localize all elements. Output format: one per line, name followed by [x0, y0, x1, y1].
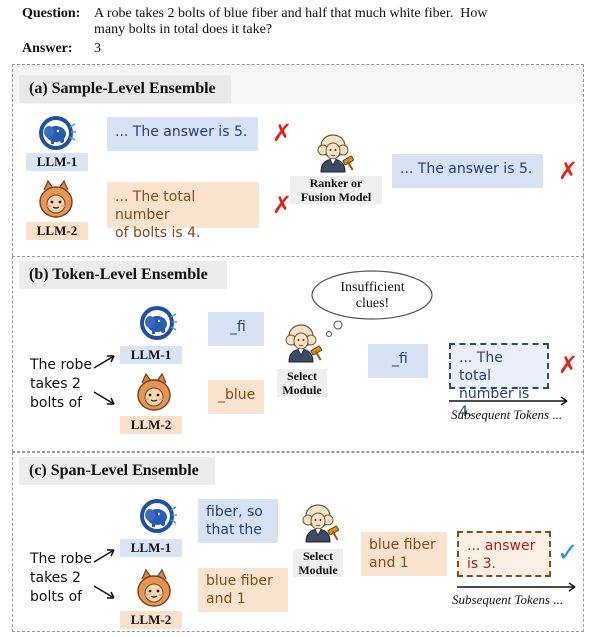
section-b-llm2-label: LLM-2 — [120, 416, 182, 434]
section-span-level: (c) Span-Level Ensemble — [12, 452, 584, 632]
c-selected-line1: blue fiber — [369, 537, 436, 553]
section-c-select-label: Select Module — [293, 549, 343, 577]
question-label: Question: — [22, 6, 81, 21]
c-prompt-line3: bolts of — [30, 589, 83, 605]
c-llm1-line2: that the — [206, 522, 262, 538]
section-c-prompt: The robe takes 2 bolts of — [30, 550, 92, 607]
section-b-title: (b) Token-Level Ensemble — [19, 261, 227, 289]
question-text-line2: many bolts in total does it take? — [94, 22, 273, 37]
section-c-arrows — [93, 549, 115, 599]
judge-icon — [317, 134, 355, 173]
thought-text: Insufficient clues! — [330, 280, 415, 312]
section-c-title: (c) Span-Level Ensemble — [19, 457, 215, 485]
section-b-prompt: The robe takes 2 bolts of — [30, 356, 92, 413]
prompt-line2: takes 2 — [30, 376, 81, 392]
c-select-line2: Module — [298, 563, 338, 577]
section-b-elephant-icon — [139, 305, 178, 341]
llm2-llama-icon — [39, 180, 73, 218]
section-c-subsequent-text: Subsequent Tokens ... — [452, 592, 564, 607]
c-select-line1: Select — [303, 549, 333, 563]
section-a-llm1-label: LLM-1 — [26, 153, 88, 171]
thought-cloud — [311, 270, 433, 337]
section-a-llm2-output: ... The total number of bolts is 4. — [107, 182, 259, 241]
result-c-line1: ... answer — [467, 538, 536, 554]
section-c-llama-icon — [137, 569, 171, 607]
section-b-subsequent-text: Subsequent Tokens ... — [451, 407, 563, 422]
section-c-llm1-span: fiber, so that the — [198, 499, 278, 543]
section-b-llm1-label: LLM-1 — [120, 346, 182, 364]
question-text-line1: A robe takes 2 bolts of blue fiber and h… — [94, 6, 488, 21]
section-c-llm2-span: blue fiber and 1 — [198, 568, 288, 612]
section-a-llm2-cross-icon: ✗ — [272, 191, 293, 219]
ranker-label-line1: Ranker or — [309, 176, 363, 190]
section-b-selected-token: _fi — [368, 344, 428, 378]
section-b-subsequent-arrow — [449, 396, 568, 406]
thought-line2: clues! — [355, 296, 390, 311]
section-a-llm1-output: ... The answer is 5. — [107, 117, 258, 151]
ranker-fusion-label: Ranker or Fusion Model — [290, 176, 382, 204]
select-line2: Module — [282, 383, 322, 397]
section-c-llm2-label: LLM-2 — [120, 611, 182, 629]
section-b-result: ... The total number is 4. — [449, 343, 549, 420]
section-c-result: ... answer is 3. — [457, 531, 551, 577]
section-b-cross-icon: ✗ — [558, 351, 579, 379]
section-b-arrows — [93, 355, 115, 405]
section-a-title: (a) Sample-Level Ensemble — [19, 75, 231, 103]
section-b-llm1-token: _fi — [208, 312, 264, 346]
c-prompt-line2: takes 2 — [30, 570, 81, 586]
result-b-line2: number is 4. — [459, 386, 530, 420]
llm1-elephant-icon — [38, 115, 77, 151]
select-line1: Select — [287, 369, 317, 383]
answer-label: Answer: — [22, 41, 73, 56]
thought-line1: Insufficient — [340, 280, 405, 295]
section-a-final-cross-icon: ✗ — [558, 157, 579, 185]
ranker-label-line2: Fusion Model — [300, 190, 372, 204]
prompt-line1: The robe — [30, 357, 93, 373]
result-b-line1: ... The total — [459, 350, 503, 384]
c-llm2-line1: blue fiber — [206, 573, 273, 589]
c-llm1-line1: fiber, so — [206, 504, 263, 520]
section-a-llm2-label: LLM-2 — [26, 222, 88, 240]
section-a-final-output: ... The answer is 5. — [392, 154, 543, 188]
section-a-llm2-output-line2: of bolts is 4. — [115, 225, 201, 241]
prompt-line3: bolts of — [30, 395, 83, 411]
c-prompt-line1: The robe — [30, 551, 93, 567]
section-b-llm2-token: _blue — [208, 380, 264, 414]
c-selected-line2: and 1 — [369, 555, 409, 571]
section-a-llm1-cross-icon: ✗ — [272, 119, 293, 147]
answer-text: 3 — [94, 41, 101, 56]
section-b-judge-icon — [285, 324, 323, 363]
section-c-elephant-icon — [139, 498, 178, 534]
section-c-llm1-label: LLM-1 — [120, 539, 182, 557]
section-b-select-label: Select Module — [277, 369, 327, 397]
result-c-line2: is 3. — [467, 556, 496, 572]
section-c-judge-icon — [302, 504, 340, 543]
section-a-llm2-output-line1: ... The total number — [115, 189, 196, 223]
section-c-check-icon: ✓ — [557, 538, 579, 568]
section-b-llama-icon — [137, 373, 171, 411]
section-c-selected-span: blue fiber and 1 — [361, 532, 447, 576]
section-c-subsequent-arrow — [457, 582, 576, 592]
section-token-level: (b) Token-Level Ensemble — [12, 256, 584, 452]
c-llm2-line2: and 1 — [206, 591, 246, 607]
